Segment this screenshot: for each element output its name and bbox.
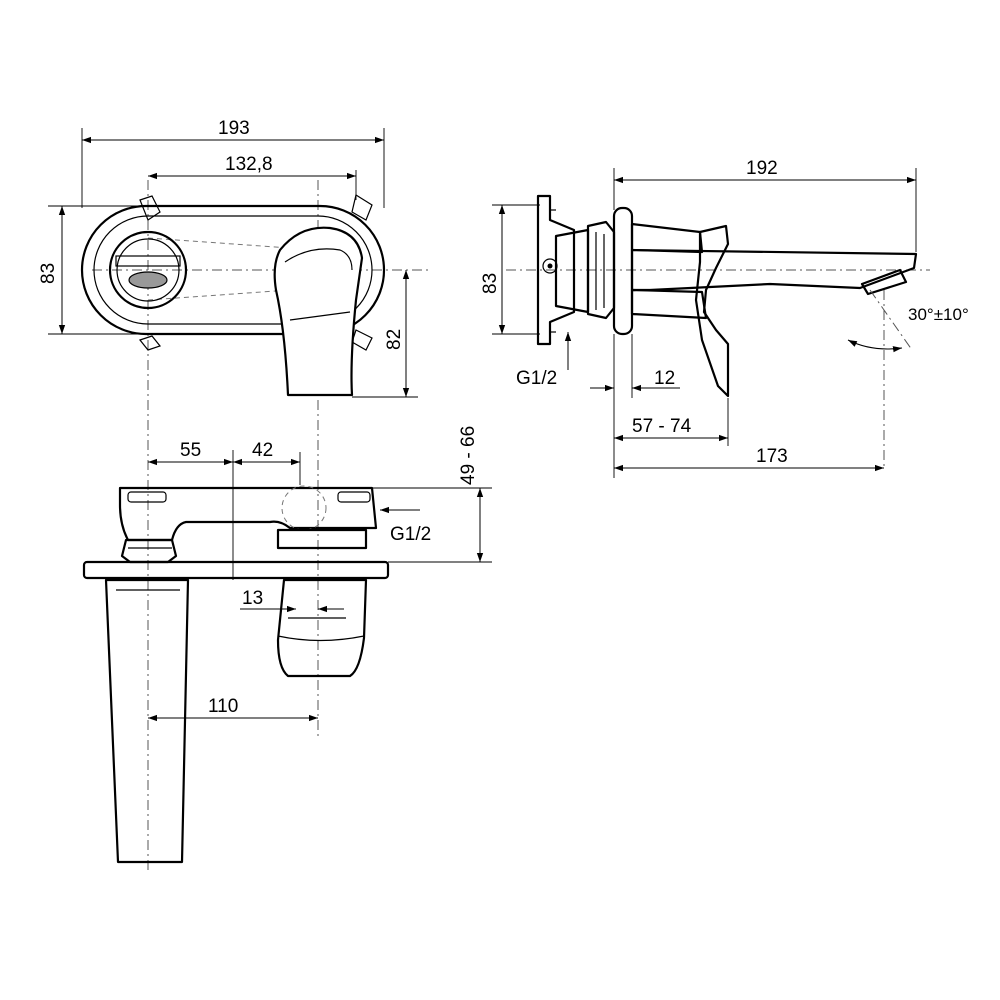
dim-reach: 173 (756, 446, 788, 467)
dim-width-centers: 132,8 (225, 154, 273, 175)
side-view: 30°±10° 192 83 G1/2 12 57 - 74 173 (480, 158, 969, 478)
spout-top (104, 578, 190, 864)
dim-plate-height-side: 83 (480, 273, 501, 294)
dim-inlet-offset: 13 (242, 588, 263, 609)
dim-offset-b: 42 (252, 440, 273, 461)
dim-width-total: 193 (218, 118, 250, 139)
dim-spout-offset: 110 (208, 696, 238, 717)
dim-offset-a: 55 (180, 440, 201, 461)
dim-wall-gap: 12 (654, 368, 675, 389)
top-view: 55 42 49 - 66 G1/2 13 110 (82, 426, 492, 864)
angle-label: 30°±10° (908, 305, 969, 324)
dim-spout-length: 192 (746, 158, 778, 179)
rough-in-body (536, 194, 576, 346)
front-view: 193 132,8 83 82 (38, 118, 430, 870)
spout-outlet (108, 230, 188, 310)
dim-plate-height-front: 83 (38, 263, 59, 284)
spout-side (630, 248, 918, 292)
dim-handle-drop: 82 (384, 329, 405, 350)
inlet-label-side: G1/2 (516, 368, 557, 389)
lever-side (694, 224, 730, 398)
handle-top (276, 578, 368, 678)
cover-plate (80, 204, 386, 336)
dim-depth-range: 49 - 66 (458, 426, 479, 485)
lever-handle (273, 226, 364, 397)
mixer-body-top (118, 486, 378, 542)
wall-plate-top (82, 560, 390, 580)
dim-install-depth: 57 - 74 (632, 416, 692, 437)
wall-plate-side (612, 206, 634, 336)
inlet-label-top: G1/2 (390, 524, 431, 545)
